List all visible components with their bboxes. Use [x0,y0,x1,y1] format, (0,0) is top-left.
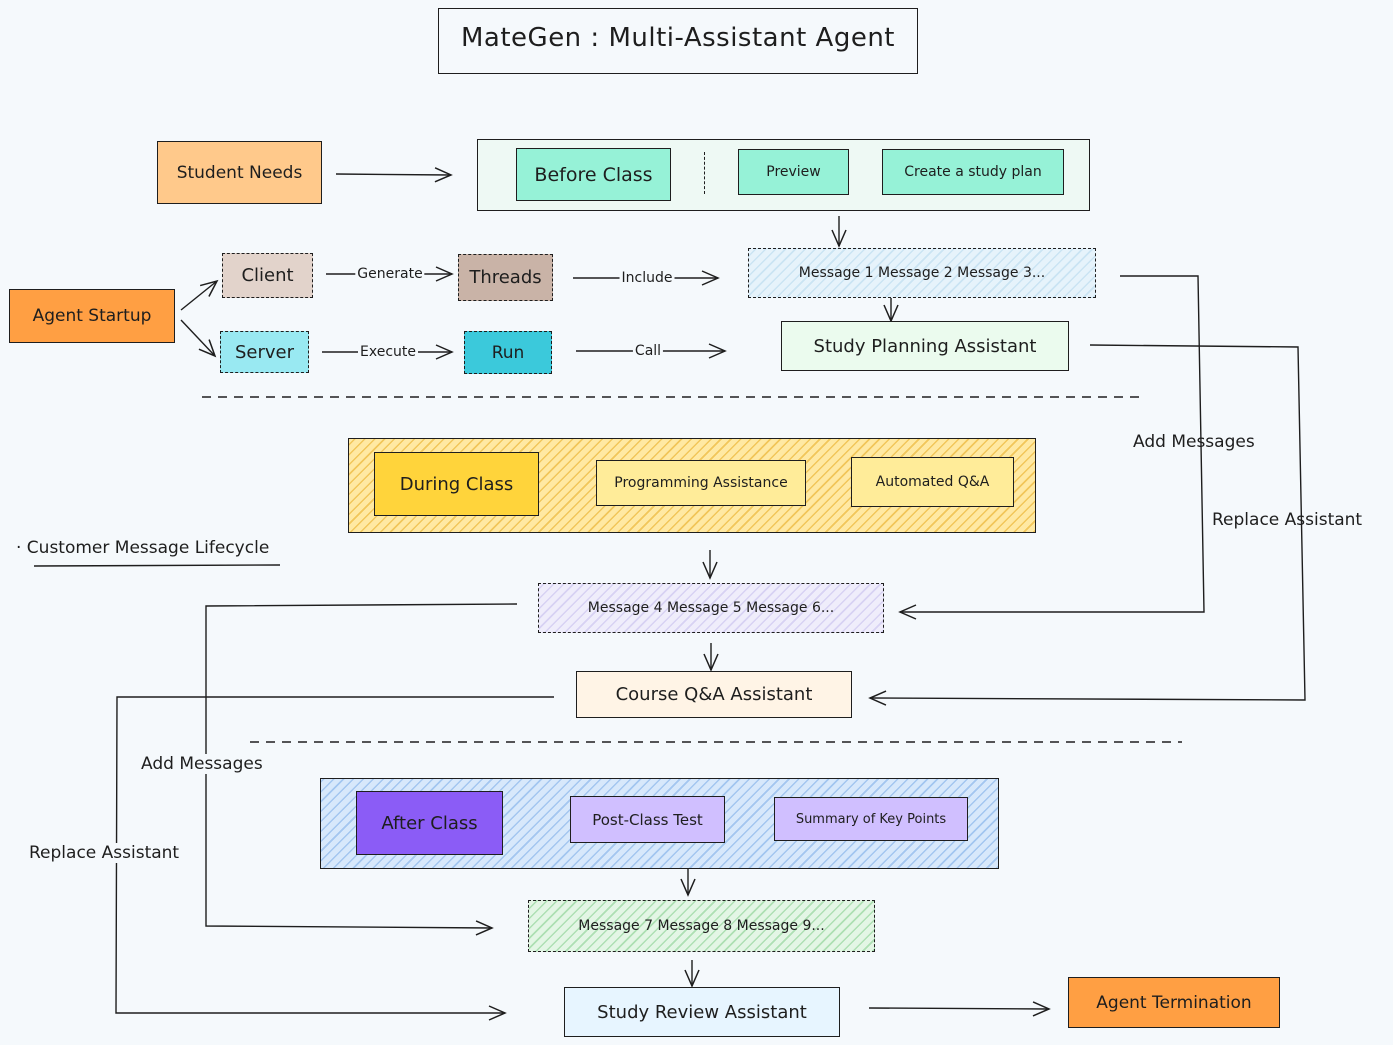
edge-student-needs [335,167,453,183]
edge-label-call: Call [632,343,664,359]
edge-label-add-messages-right: Add Messages [1133,432,1255,452]
agent-termination-node[interactable]: Agent Termination [1068,977,1280,1028]
side-label-underline [33,564,281,567]
title-box: MateGen : Multi-Assistant Agent [438,8,918,74]
study-review-assistant-node[interactable]: Study Review Assistant [564,987,840,1037]
programming-assistance-node[interactable]: Programming Assistance [596,460,806,506]
create-study-plan-node[interactable]: Create a study plan [882,149,1064,195]
edge-startup-client [180,279,219,311]
automated-qa-node[interactable]: Automated Q&A [851,457,1014,507]
run-node[interactable]: Run [464,331,552,374]
after-class-node[interactable]: After Class [356,791,503,855]
edge-startup-server [180,319,217,358]
edge-add-messages-right [898,275,1205,620]
post-class-test-node[interactable]: Post-Class Test [570,796,725,843]
server-node[interactable]: Server [220,331,309,373]
edge-replace-right [868,344,1306,706]
page-title: MateGen : Multi-Assistant Agent [460,23,895,53]
edge-label-execute: Execute [358,344,418,360]
edge-label-replace-right: Replace Assistant [1212,510,1363,530]
customer-message-lifecycle-label: · Customer Message Lifecycle [16,538,270,558]
study-planning-assistant-node[interactable]: Study Planning Assistant [781,321,1069,371]
edge-label-add-messages-left: Add Messages [139,754,265,774]
edge-review-to-termination [868,1001,1051,1017]
student-needs-node[interactable]: Student Needs [157,141,322,204]
course-qa-assistant-node[interactable]: Course Q&A Assistant [576,671,852,718]
client-node[interactable]: Client [222,253,313,298]
agent-startup-node[interactable]: Agent Startup [9,289,175,343]
edge-label-include: Include [619,270,675,286]
edge-label-replace-left: Replace Assistant [27,843,182,863]
during-class-node[interactable]: During Class [374,452,539,516]
edge-label-generate: Generate [355,266,425,282]
summary-key-points-node[interactable]: Summary of Key Points [774,797,968,841]
message-group-1[interactable]: Message 1 Message 2 Message 3... [748,248,1096,298]
before-class-node[interactable]: Before Class [516,148,671,201]
before-class-divider [704,152,705,194]
preview-node[interactable]: Preview [738,149,849,195]
message-group-2[interactable]: Message 4 Message 5 Message 6... [538,583,884,633]
threads-node[interactable]: Threads [458,254,553,301]
message-group-3[interactable]: Message 7 Message 8 Message 9... [528,900,875,952]
